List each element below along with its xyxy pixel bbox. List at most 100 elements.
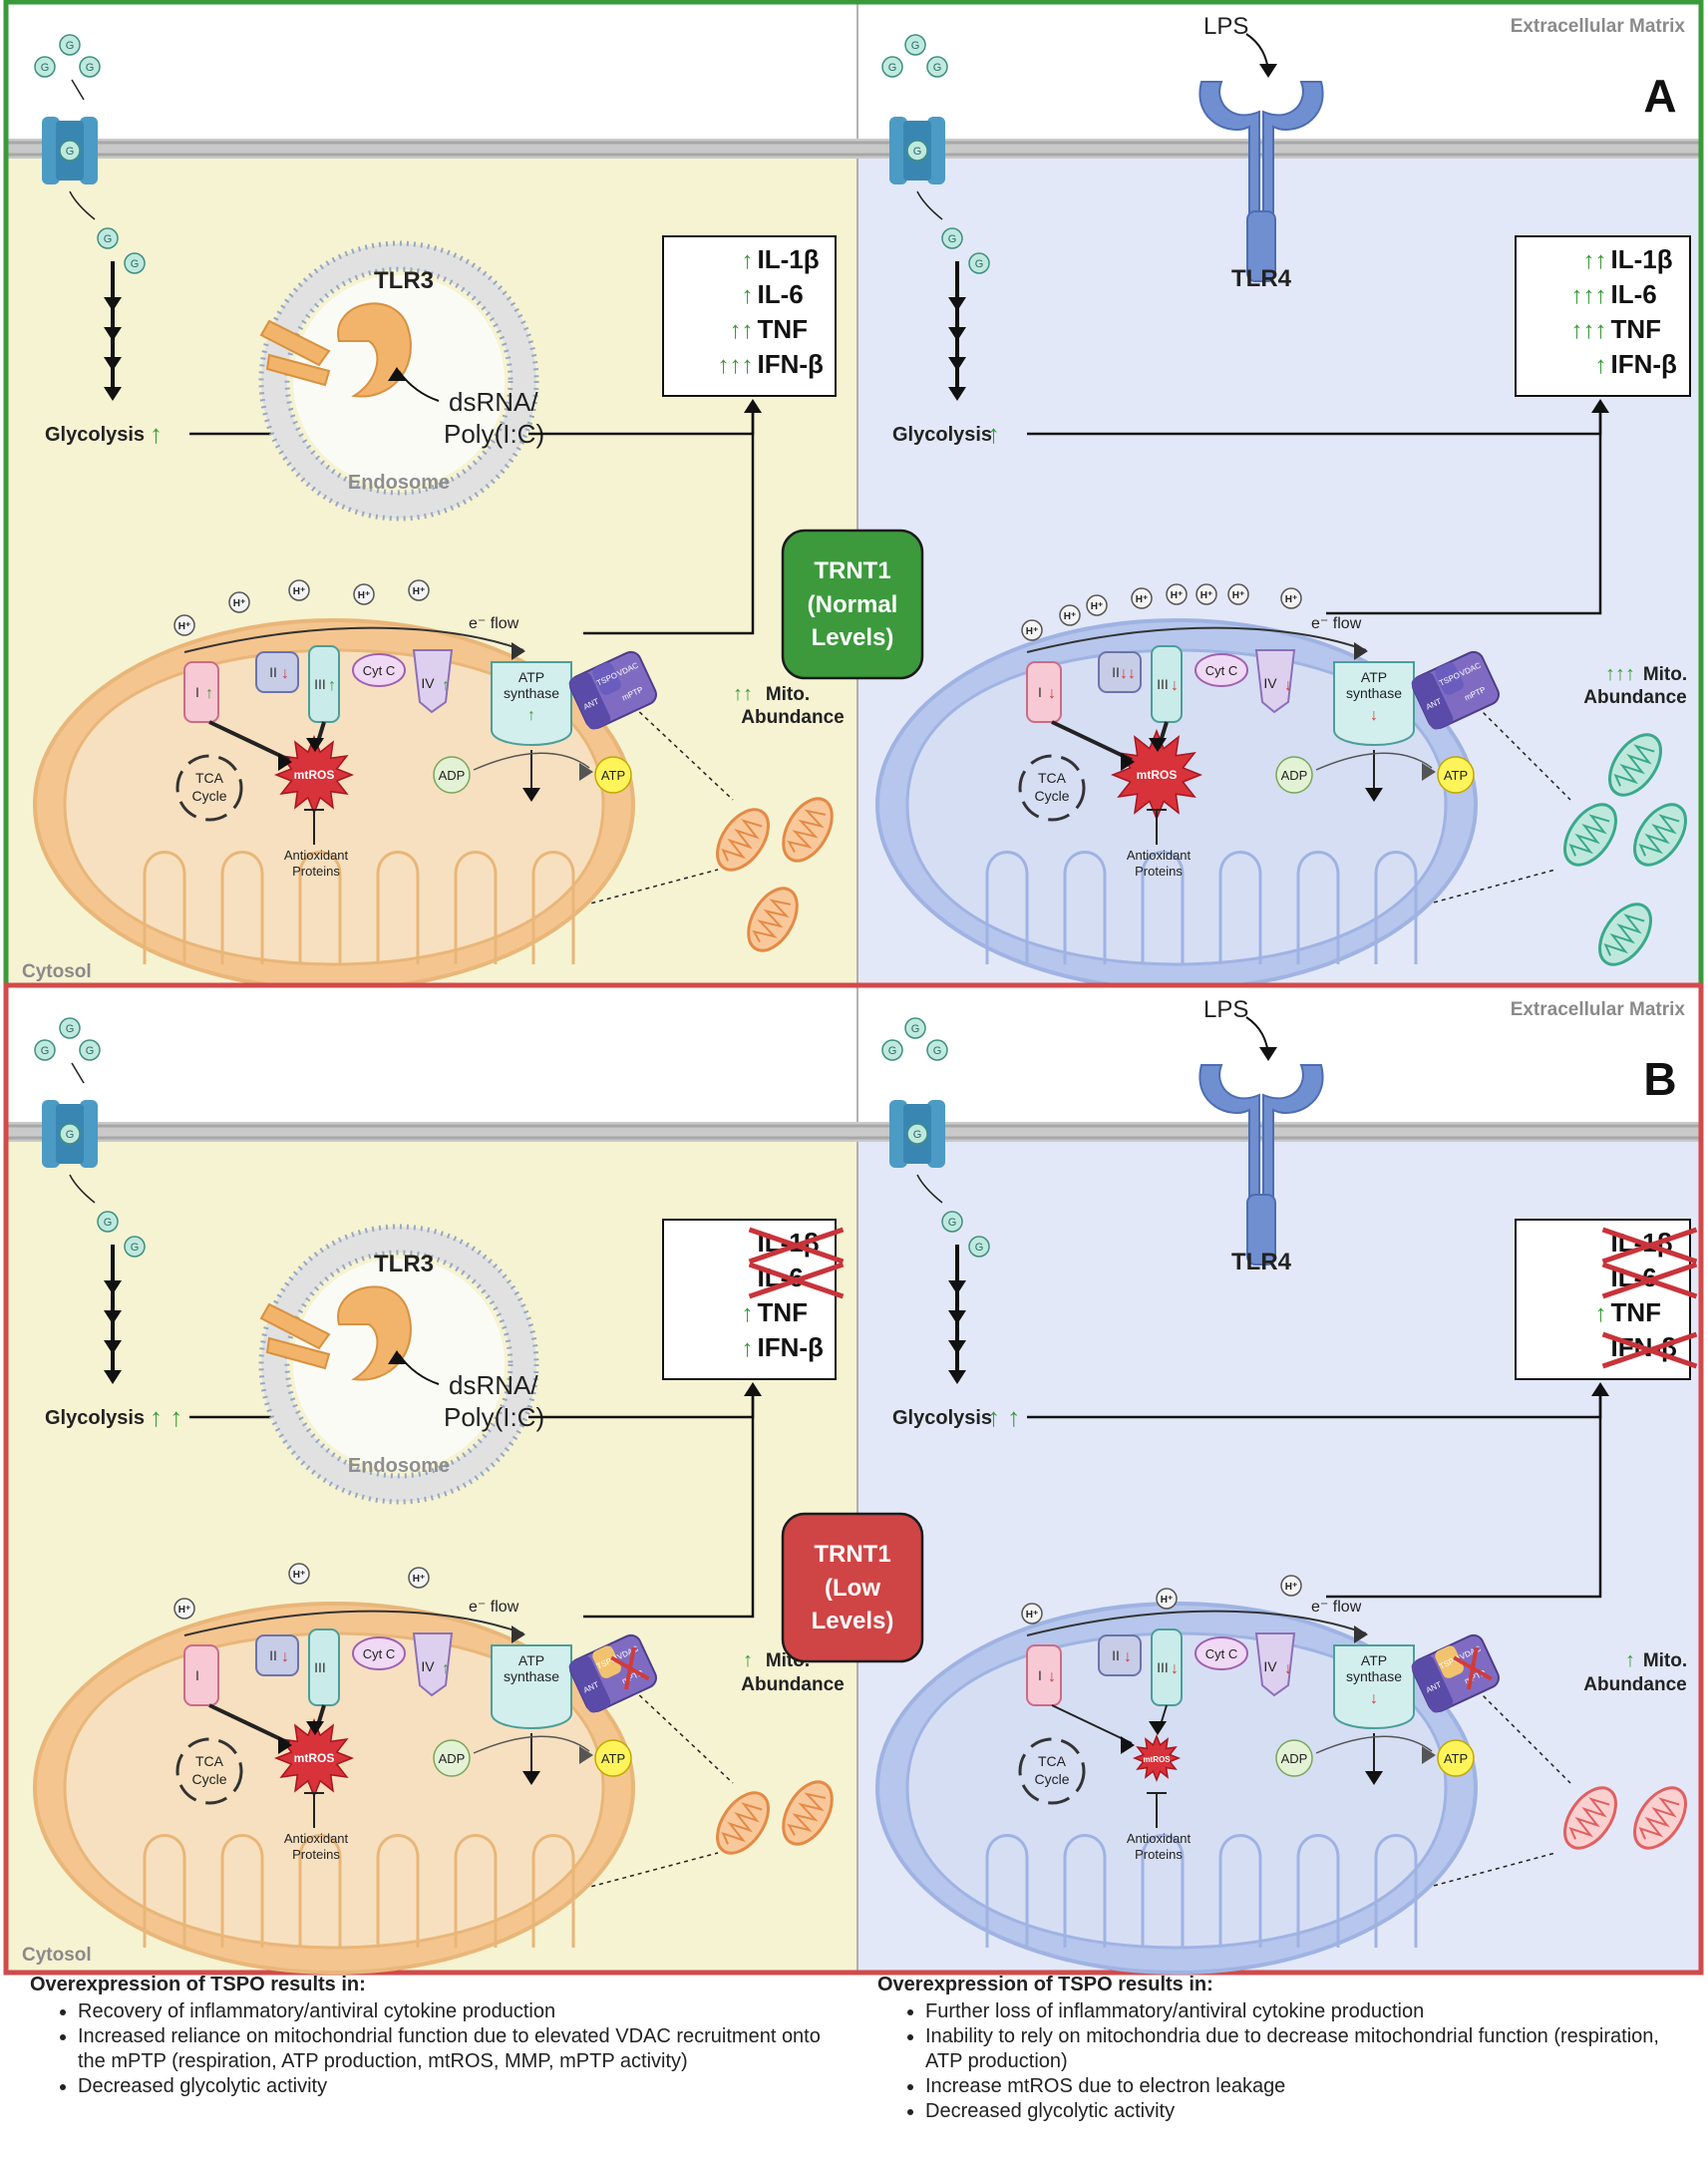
mitochondrion-icon (1598, 903, 1652, 966)
mito-crista (376, 1834, 420, 1948)
proton-icon: H⁺ (1021, 619, 1043, 641)
proton-icon: H⁺ (1021, 1603, 1043, 1625)
cytosol-label: Cytosol (22, 961, 92, 982)
antioxidant-label: Proteins (1135, 1847, 1183, 1862)
arrow-head (1591, 1382, 1609, 1396)
tspo-block (592, 662, 621, 695)
mitochondrion-icon (747, 887, 799, 952)
cytokine-name: TNF (1611, 314, 1662, 344)
proton-icon: H⁺ (1280, 587, 1302, 609)
proton-icon: H⁺ (408, 579, 430, 601)
cytokine-name: IFN-β (758, 349, 824, 379)
level-arrow: ↓ (1171, 677, 1179, 694)
glucose-circle (904, 1017, 926, 1039)
arrow-head (104, 1370, 122, 1384)
summary-list: Further loss of inflammatory/antiviral c… (877, 1999, 1675, 2124)
arrow-head (948, 357, 966, 371)
arrow-head (1422, 1746, 1436, 1764)
cytokine-name: IL-6 (758, 279, 804, 309)
atp-circle (1437, 1739, 1475, 1777)
mito-abundance-label: Abundance (741, 707, 844, 728)
glucose-circle (34, 1039, 56, 1061)
endosome-label: Endosome (348, 472, 450, 494)
zoom-dash (398, 869, 719, 955)
mito-crista (1141, 851, 1185, 964)
summary-left: Overexpression of TSPO results in:Recove… (30, 1973, 828, 2099)
up-arrows: ↑ ↑ (150, 1402, 182, 1432)
complex-i-to-mtros (1051, 720, 1133, 762)
level-arrow: ↓↓ (1120, 665, 1136, 682)
tlr4-tail (1246, 1194, 1276, 1265)
cytosol-label: Cytosol (22, 1945, 92, 1966)
mito-cristae (1638, 814, 1680, 857)
adp-label: ADP (1281, 768, 1308, 783)
up-arrows: ↑↑ (1583, 247, 1607, 274)
mtros-label: mtROS (294, 1751, 335, 1765)
receptor-label: TLR3 (374, 1251, 434, 1277)
up-arrows: ↑ (742, 247, 754, 274)
atp-synthase-label: ATP (1361, 1652, 1387, 1668)
glucose-icon: G (881, 1039, 903, 1061)
glucose-icon: G (34, 1039, 56, 1061)
electron-flow-line (1026, 626, 1367, 653)
complex-ii: II↓ (255, 651, 299, 693)
arrow-head (104, 1310, 122, 1324)
proton-icon: H⁺ (1280, 1575, 1302, 1597)
complex-ii-label: II (1112, 1647, 1120, 1663)
eflow-label: e⁻ flow (469, 615, 519, 632)
glycolysis-label: Glycolysis (45, 1407, 145, 1429)
mito-cristae (752, 899, 792, 943)
glucose-icon: G (904, 1017, 926, 1039)
arrow-head (512, 642, 525, 660)
mito-cristae (1638, 1797, 1680, 1840)
cross-out (1601, 1262, 1698, 1299)
glucose-icon: G (968, 1236, 990, 1258)
mito-cristae (721, 1802, 763, 1845)
transporter-sub (889, 117, 907, 184)
mtros-star (1132, 1733, 1182, 1783)
cytokine-row: ↑TNF (1595, 1297, 1662, 1327)
proton-label: H⁺ (1064, 611, 1077, 622)
up-arrows: ↑ (742, 1300, 754, 1327)
ant-block (1411, 1655, 1454, 1713)
adp-circle (433, 1739, 471, 1777)
mito-crista (1218, 1834, 1262, 1948)
glucose-letter: G (948, 233, 957, 245)
arrow-head (104, 357, 122, 371)
ligand-label: LPS (1203, 996, 1248, 1023)
cross-out (748, 1262, 845, 1299)
proton-label: H⁺ (358, 590, 371, 601)
mtros-burst: mtROS (273, 1717, 355, 1799)
cytokine-name: TNF (758, 314, 809, 344)
tspo-block (1435, 1645, 1464, 1678)
glucose-letter: G (66, 40, 75, 52)
mito-crista (298, 1834, 342, 1948)
proton-icon: H⁺ (353, 583, 375, 605)
up-arrows: ↑↑ (730, 317, 754, 344)
glucose-circle (34, 56, 56, 78)
mito-cristae (1568, 814, 1610, 857)
glucose-icon: G (34, 56, 56, 78)
level-arrow: ↓ (1284, 677, 1292, 694)
endosome-membrane-dots (284, 1250, 513, 1479)
glucose-letter: G (131, 258, 140, 270)
antioxidant-label: Antioxidant (1127, 1831, 1192, 1846)
glucose-icon: G (124, 1236, 146, 1258)
mptp-cross (624, 1646, 636, 1690)
cytokine-row: IL-6 (748, 1262, 845, 1299)
transporter-sub (927, 1100, 945, 1168)
proton-icon: H⁺ (408, 1567, 430, 1589)
proton-icon: H⁺ (1166, 583, 1188, 605)
atp-synthase-label: ATP (1361, 669, 1387, 685)
glucose-icon: G (926, 1039, 948, 1061)
cytokine-row: ↑IL-6 (742, 279, 804, 309)
glucose-circle (941, 1211, 963, 1233)
proton-icon: H⁺ (288, 579, 310, 601)
summary-right: Overexpression of TSPO results in:Furthe… (877, 1973, 1675, 2124)
glucose-icon: G (97, 227, 119, 249)
glucose-icon: G (59, 1017, 81, 1039)
